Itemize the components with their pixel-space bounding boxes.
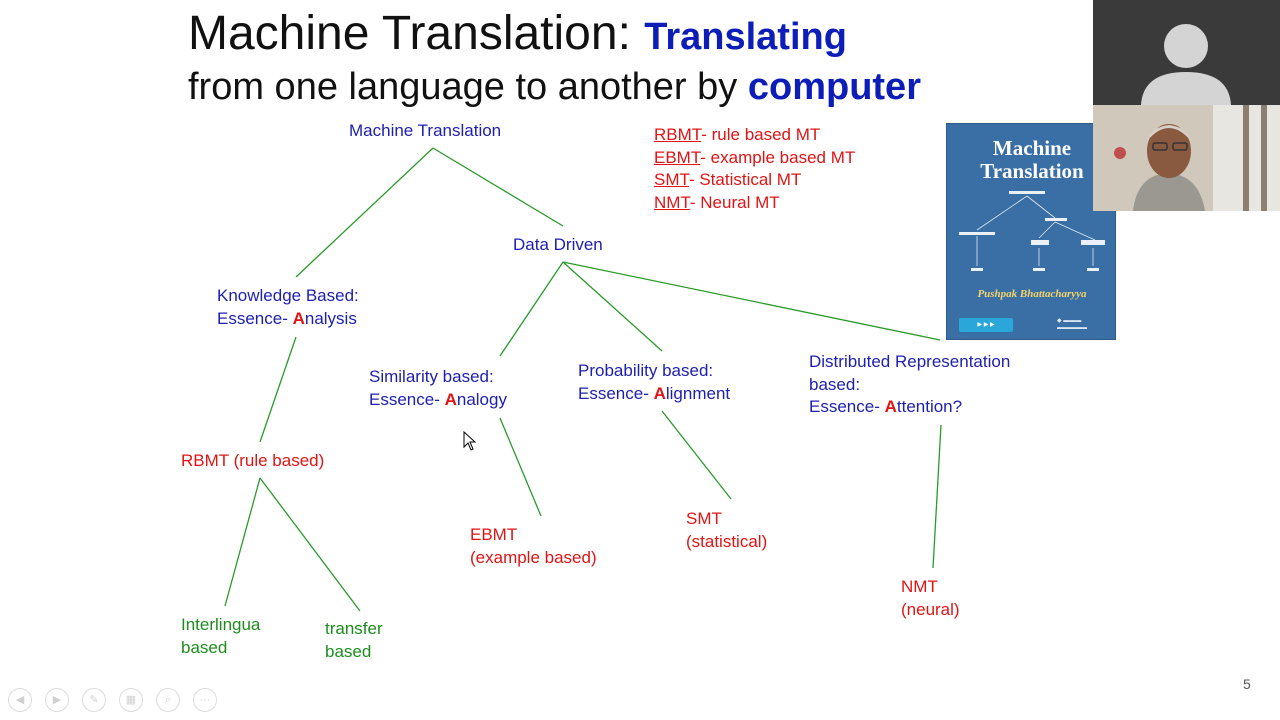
legend-item: SMT- Statistical MT xyxy=(654,169,855,192)
avatar-placeholder-icon xyxy=(1141,24,1231,105)
slide-title-line1: Machine Translation: Translating xyxy=(188,6,847,61)
zoom-icon[interactable]: ⌕ xyxy=(156,688,180,712)
legend-desc: - example based MT xyxy=(700,147,856,167)
distributed-essence: Essence- xyxy=(809,397,885,416)
probability-essence: Essence- xyxy=(578,383,654,403)
legend-abbr: RBMT xyxy=(654,125,702,144)
pen-icon[interactable]: ✎ xyxy=(82,688,106,712)
node-probability-based: Probability based: Essence- Alignment xyxy=(578,360,730,405)
distributed-line1: Distributed Representation xyxy=(809,352,1011,371)
participant-video-presenter xyxy=(1093,105,1280,211)
publisher-logo: ◆ ▬▬▬▬▬▬▬▬ xyxy=(1057,318,1087,331)
next-icon[interactable]: ▶ xyxy=(45,688,69,712)
probability-rest: lignment xyxy=(665,383,731,403)
slide-title-line2: from one language to another by computer xyxy=(188,66,921,109)
edge-dd-probability xyxy=(562,261,663,352)
interlingua-line1: Interlingua xyxy=(181,615,261,634)
book-cover-image: Machine Translation Pushpak Bhattacharyy… xyxy=(946,123,1116,340)
edge-knowledge-rbmt xyxy=(259,336,297,443)
title-prefix: Machine Translation: xyxy=(188,7,645,60)
edge-distributed-nmt xyxy=(932,424,942,569)
node-knowledge-based: Knowledge Based: Essence- Analysis xyxy=(217,285,359,330)
nmt-line2: (neural) xyxy=(901,599,960,619)
transfer-line1: transfer xyxy=(325,619,383,638)
distributed-rest: ttention? xyxy=(896,397,963,416)
knowledge-essence: Essence- xyxy=(217,308,293,328)
transfer-line2: based xyxy=(325,641,372,661)
knowledge-rest: nalysis xyxy=(304,308,357,328)
node-similarity-based: Similarity based: Essence- Analogy xyxy=(369,366,507,411)
title2-prefix: from one language to another by xyxy=(188,66,748,108)
title2-highlight: computer xyxy=(747,66,921,108)
similarity-letter: A xyxy=(444,389,457,409)
node-transfer-based: transfer based xyxy=(325,618,383,663)
prev-icon[interactable]: ◀ xyxy=(8,688,32,712)
distributed-line3: Essence- Attention? xyxy=(809,396,1010,419)
legend-desc: - Neural MT xyxy=(689,192,780,212)
similarity-line2: Essence- Analogy xyxy=(369,389,507,412)
node-distributed-representation: Distributed Representation based: Essenc… xyxy=(809,351,1010,419)
similarity-line1: Similarity based: xyxy=(369,367,494,386)
abbreviation-legend: RBMT- rule based MT EBMT- example based … xyxy=(654,124,855,214)
similarity-rest: nalogy xyxy=(456,389,507,409)
node-rbmt: RBMT (rule based) xyxy=(181,451,325,470)
ebook-badge: ▶ ▶ ▶ xyxy=(959,318,1013,332)
presenter-video-frame xyxy=(1093,105,1280,211)
legend-abbr: EBMT xyxy=(654,147,701,167)
participant-video-placeholder xyxy=(1093,0,1280,105)
legend-abbr: NMT xyxy=(654,192,690,212)
book-title-line2: Translation xyxy=(980,159,1084,183)
slides-icon[interactable]: ▦ xyxy=(119,688,143,712)
similarity-essence: Essence- xyxy=(369,389,445,409)
distributed-letter: A xyxy=(884,397,897,416)
node-ebmt: EBMT (example based) xyxy=(470,524,597,569)
edge-root-datadriven xyxy=(432,147,564,227)
probability-letter: A xyxy=(653,383,666,403)
distributed-line2: based: xyxy=(809,374,861,394)
node-interlingua-based: Interlingua based xyxy=(181,614,260,659)
edge-probability-smt xyxy=(661,410,732,500)
nmt-line1: NMT xyxy=(901,577,938,596)
edge-rbmt-transfer xyxy=(259,477,361,612)
book-title-line1: Machine xyxy=(992,136,1072,160)
edge-similarity-ebmt xyxy=(499,417,542,517)
ebmt-line1: EBMT xyxy=(470,525,518,544)
slide-number: 5 xyxy=(1243,676,1251,692)
legend-desc: - rule based MT xyxy=(701,125,821,144)
title-highlight: Translating xyxy=(644,16,847,58)
edge-dd-distributed xyxy=(562,261,941,341)
book-author: Pushpak Bhattacharyya xyxy=(977,288,1087,300)
legend-item: NMT- Neural MT xyxy=(654,192,855,215)
node-machine-translation: Machine Translation xyxy=(349,121,502,140)
node-smt: SMT (statistical) xyxy=(686,508,767,553)
legend-desc: - Statistical MT xyxy=(688,170,802,189)
edge-root-knowledge xyxy=(295,147,434,278)
knowledge-line1: Knowledge Based: xyxy=(217,286,359,305)
mouse-cursor-icon xyxy=(463,431,477,451)
ebmt-line2: (example based) xyxy=(470,547,597,567)
smt-line2: (statistical) xyxy=(686,531,768,551)
knowledge-letter: A xyxy=(292,308,305,328)
node-data-driven: Data Driven xyxy=(513,235,603,254)
probability-line2: Essence- Alignment xyxy=(578,383,730,406)
edge-dd-similarity xyxy=(499,261,564,357)
node-nmt: NMT (neural) xyxy=(901,576,960,621)
legend-item: EBMT- example based MT xyxy=(654,147,855,170)
legend-abbr: SMT xyxy=(654,170,689,189)
probability-line1: Probability based: xyxy=(578,361,714,380)
knowledge-line2: Essence- Analysis xyxy=(217,308,359,331)
interlingua-line2: based xyxy=(181,637,228,657)
book-tree-illustration xyxy=(959,191,1105,271)
more-icon[interactable]: ··· xyxy=(193,688,217,712)
legend-item: RBMT- rule based MT xyxy=(654,124,855,147)
edge-rbmt-interlingua xyxy=(224,477,261,607)
smt-line1: SMT xyxy=(686,509,722,528)
